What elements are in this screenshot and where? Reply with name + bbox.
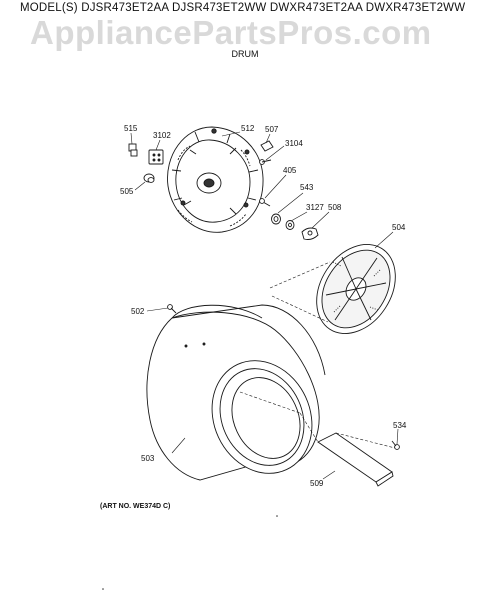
callout-508: 508	[328, 203, 342, 212]
section-title: DRUM	[231, 49, 259, 59]
callout-502: 502	[131, 307, 145, 316]
callout-3127: 3127	[306, 203, 324, 212]
scan-dots	[102, 515, 278, 590]
callout-3102: 3102	[153, 131, 171, 140]
callout-405: 405	[283, 166, 297, 175]
drum-back-drawing	[316, 244, 396, 334]
callout-509: 509	[310, 479, 324, 488]
drum-drawing	[146, 304, 326, 481]
callout-507: 507	[265, 125, 279, 134]
callout-504: 504	[392, 223, 406, 232]
rear-bulkhead-drawing	[167, 126, 264, 233]
small-hardware-drawings	[128, 140, 319, 240]
callout-505: 505	[120, 187, 134, 196]
callout-labels: 515 3102 512 507 3104 505 405 543 3127 5…	[120, 124, 407, 488]
callout-543: 543	[300, 183, 314, 192]
model-numbers: MODEL(S) DJSR473ET2AA DJSR473ET2WW DWXR4…	[20, 2, 466, 14]
leader-lines	[130, 131, 399, 480]
watermark-text: AppliancePartsPros.com	[30, 14, 432, 51]
callout-512: 512	[241, 124, 255, 133]
callout-534: 534	[393, 421, 407, 430]
callout-515: 515	[124, 124, 138, 133]
art-number: (ART NO. WE374D C)	[100, 503, 171, 510]
slide-drawing	[317, 432, 400, 487]
callout-503: 503	[141, 454, 155, 463]
callout-3104: 3104	[285, 139, 303, 148]
